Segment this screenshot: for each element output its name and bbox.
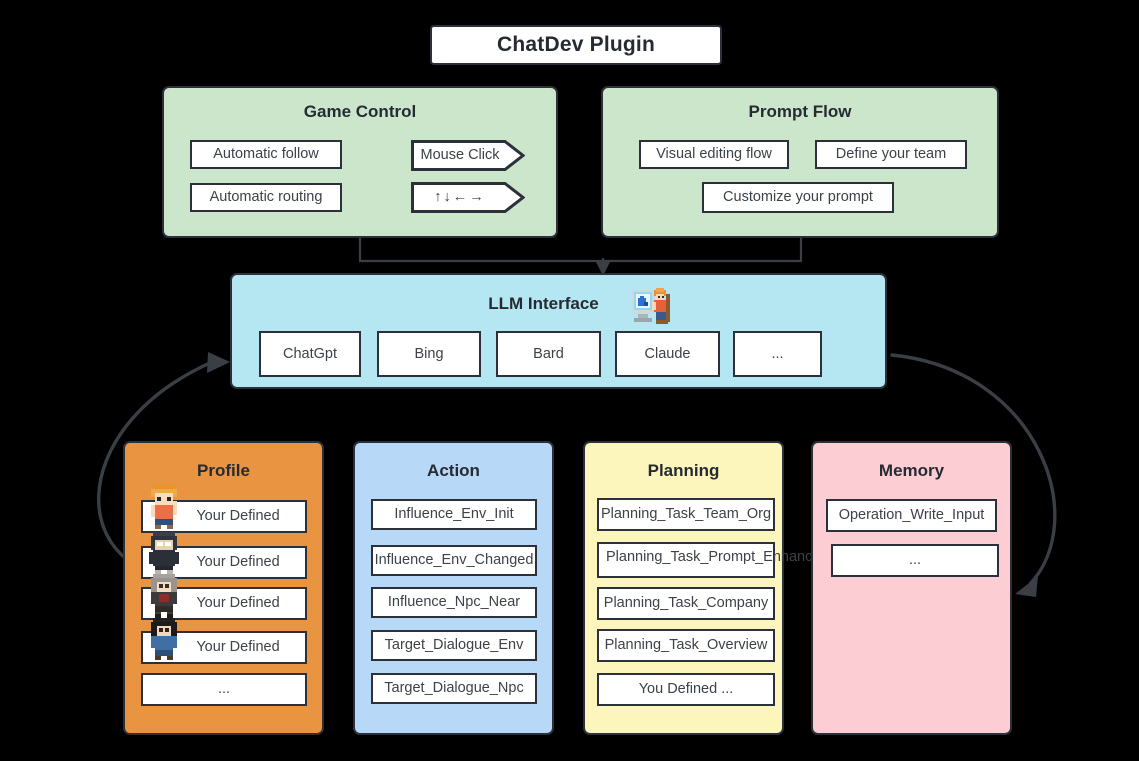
arrowhead-right-arc [1015,576,1038,597]
planning-item-2[interactable]: Planning_Task_Company [597,587,775,620]
panel-memory-title: Memory [878,461,945,480]
planning-item-4[interactable]: You Defined ... [597,673,775,706]
llm-item-bing[interactable]: Bing [377,331,481,377]
pixel-avatar-gray-hair [151,570,177,616]
planning-item-0[interactable]: Planning_Task_Team_Org [597,498,775,531]
prompt-flow-item-visual-editing-flow[interactable]: Visual editing flow [639,140,789,169]
profile-item-4[interactable]: ... [141,673,307,706]
action-item-4[interactable]: Target_Dialogue_Npc [371,673,537,704]
arrowhead-left-arc [207,352,230,373]
action-item-3[interactable]: Target_Dialogue_Env [371,630,537,661]
panel-prompt-flow-title: Prompt Flow [748,102,852,121]
arrow-keys-icon: ↑↓←→ [434,189,486,206]
game-control-item-mouse-click[interactable]: Mouse Click [411,140,525,171]
pixel-avatar-black-hair [151,614,177,660]
memory-item-1[interactable]: ... [831,544,999,577]
prompt-flow-item-define-your-team[interactable]: Define your team [815,140,967,169]
game-control-item-arrow-keys[interactable]: ↑↓←→ [411,182,525,213]
action-item-2[interactable]: Influence_Npc_Near [371,587,537,618]
memory-item-0[interactable]: Operation_Write_Input [826,499,997,532]
mouse-click-shape [411,140,525,171]
arrow-keys-outline [411,182,525,213]
mouse-click-label: Mouse Click [420,147,500,164]
action-item-0[interactable]: Influence_Env_Init [371,499,537,530]
panel-planning-title: Planning [647,461,720,480]
page-title: ChatDev Plugin [430,25,722,65]
llm-item-claude[interactable]: Claude [615,331,720,377]
action-item-1[interactable]: Influence_Env_Changed [371,545,537,576]
llm-item-more[interactable]: ... [733,331,822,377]
prompt-flow-item-customize-your-prompt[interactable]: Customize your prompt [702,182,894,213]
mouse-click-outline [411,140,525,171]
pixel-avatar-orange-hair [151,485,177,529]
panel-action-title: Action [427,461,480,480]
planning-item-1[interactable]: Planning_Task_Prompt_Enhance [597,542,820,578]
panel-memory: Memory [811,441,1012,735]
game-control-item-automatic-follow[interactable]: Automatic follow [190,140,342,169]
panel-profile-title: Profile [197,461,250,480]
panel-llm-interface-title: LLM Interface [488,294,599,313]
planning-item-3[interactable]: Planning_Task_Overview [597,629,775,662]
arrow-keys-shape [411,182,525,213]
llm-item-bard[interactable]: Bard [496,331,601,377]
wire-groups-to-llm [358,238,803,263]
panel-game-control-title: Game Control [303,102,417,121]
game-control-item-automatic-routing[interactable]: Automatic routing [190,183,342,212]
llm-item-chatgpt[interactable]: ChatGpt [259,331,361,377]
pixel-computer-user-icon [630,286,672,326]
pixel-avatar-dark-hood [149,532,179,574]
